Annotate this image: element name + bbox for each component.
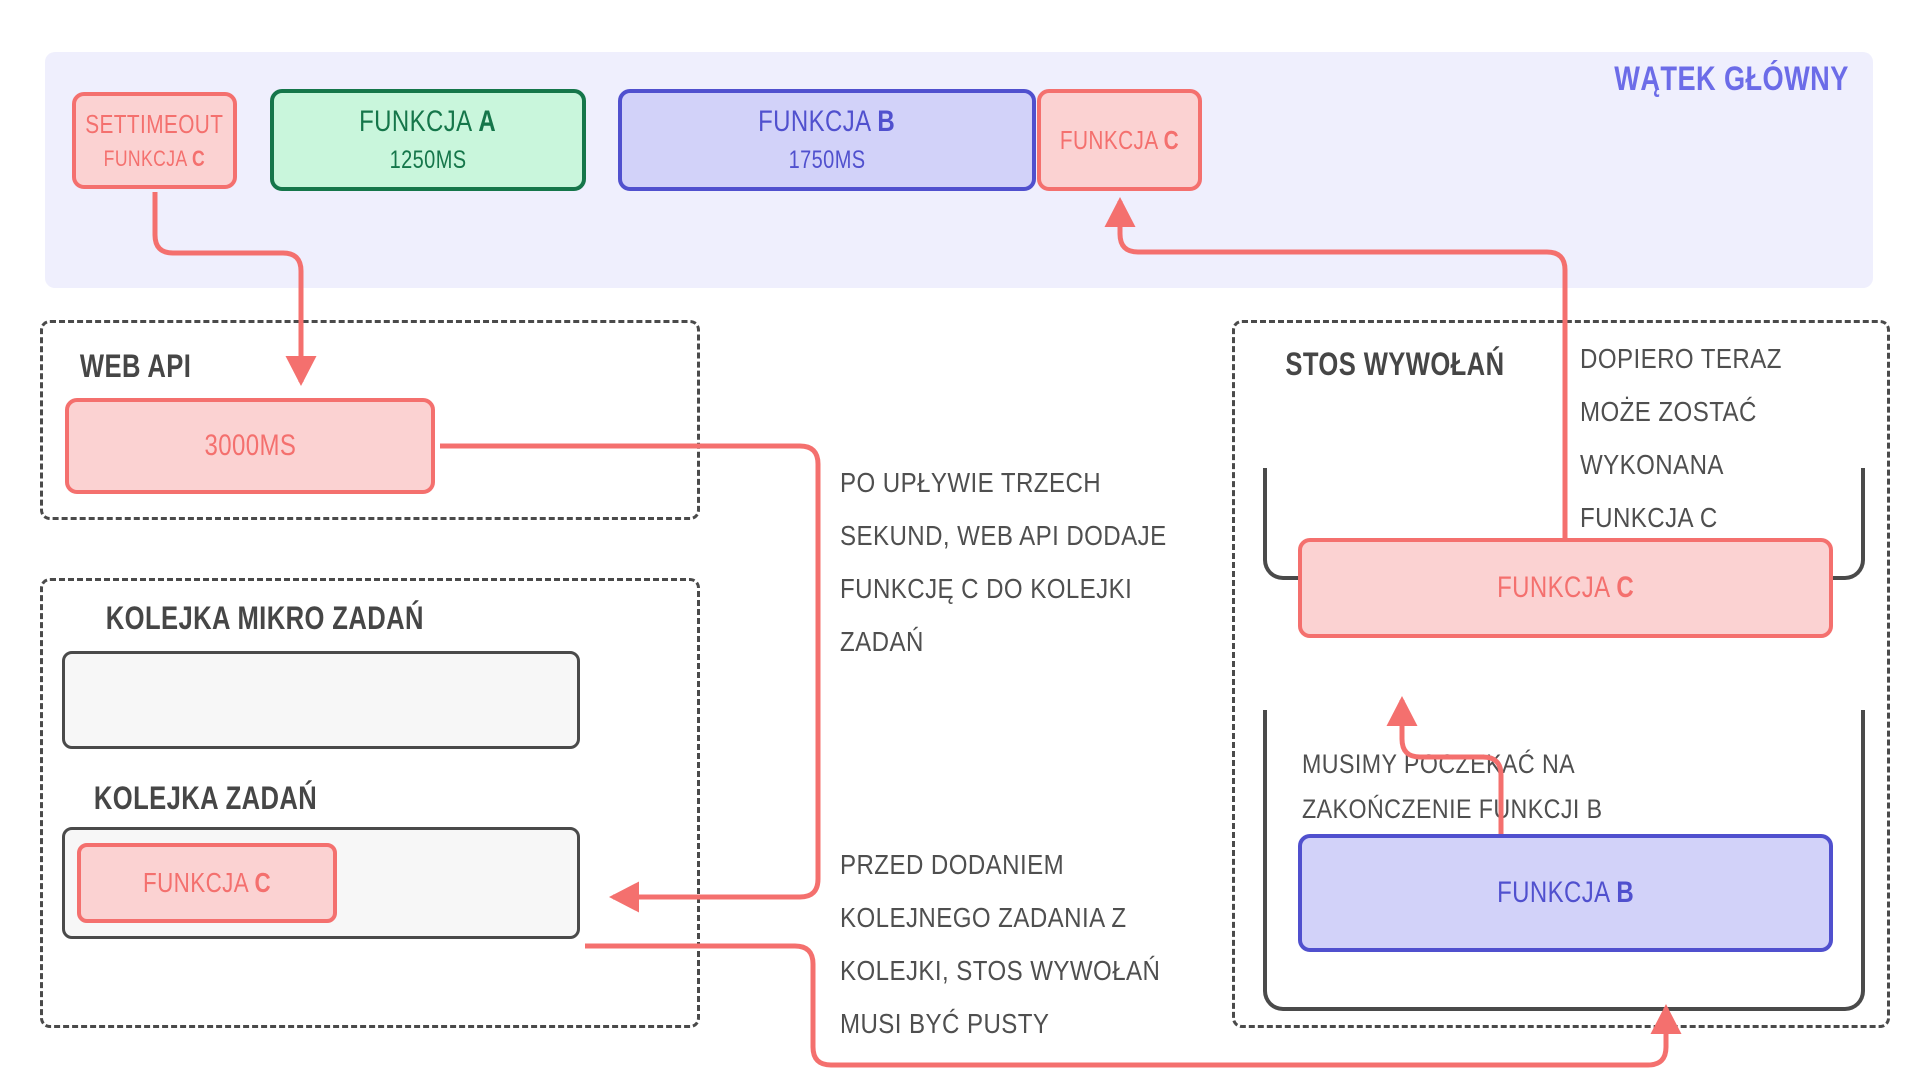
web-api-timer-label: 3000MS (204, 429, 296, 462)
call-stack-title: STOS WYWOŁAŃ (1258, 348, 1532, 380)
microtask-queue-title: KOLEJKA MIKRO ZADAŃ (66, 602, 464, 634)
microtask-queue-title-text: KOLEJKA MIKRO ZADAŃ (105, 600, 424, 636)
call-stack-frame-c-label: FUNKCJA C (1497, 571, 1634, 604)
microtask-queue-slot[interactable] (62, 651, 580, 749)
call-stack-title-text: STOS WYWOŁAŃ (1285, 346, 1505, 382)
arrow-funkcja-b-to-funkcja-c-frame (1386, 695, 1504, 834)
timeline-block-settimeout[interactable]: SETTIMEOUT FUNKCJA C (72, 92, 237, 189)
main-thread-title: WĄTEK GŁÓWNY (1585, 62, 1878, 96)
task-queue-item-funkcja-c[interactable]: FUNKCJA C (77, 843, 337, 923)
call-stack-bracket-lower (1263, 710, 1865, 1011)
timeline-funkcja-b-duration: 1750MS (788, 146, 866, 174)
call-stack-frame-b-letter: B (1616, 876, 1634, 909)
timeline-settimeout-title: SETTIMEOUT (85, 109, 224, 139)
timeline-settimeout-subtitle-bold: C (192, 146, 206, 171)
arrow-task-queue-to-call-stack (585, 943, 1682, 1068)
note-wait-for-funkcja-b: MUSIMY POCZEKAĆ NA ZAKOŃCZENIE FUNKCJI B (1302, 749, 1603, 824)
web-api-title: WEB API (66, 350, 205, 382)
call-stack-frame-c-letter: C (1616, 571, 1634, 604)
main-thread-title-text: WĄTEK GŁÓWNY (1614, 60, 1849, 98)
timeline-funkcja-a-title: FUNKCJA A (359, 105, 497, 138)
call-stack-frame-funkcja-c[interactable]: FUNKCJA C (1298, 538, 1833, 638)
timeline-settimeout-subtitle: FUNKCJA C (103, 146, 206, 171)
task-queue-item-label: FUNKCJA C (142, 867, 272, 898)
call-stack-frame-funkcja-b[interactable]: FUNKCJA B (1298, 834, 1833, 952)
task-queue-title-text: KOLEJKA ZADAŃ (93, 780, 318, 816)
web-api-timer-box[interactable]: 3000MS (65, 398, 435, 494)
queues-region (40, 578, 700, 1028)
arrow-webapi-to-task-queue (440, 443, 821, 913)
timeline-funkcja-c-title: FUNKCJA C (1059, 125, 1180, 155)
task-queue-title: KOLEJKA ZADAŃ (66, 782, 345, 814)
timeline-funkcja-b-letter: B (877, 105, 896, 138)
timeline-block-funkcja-b[interactable]: FUNKCJA B 1750MS (618, 89, 1036, 191)
timeline-funkcja-a-letter: A (478, 105, 497, 138)
task-queue-item-letter: C (254, 867, 272, 898)
note-web-api-delay: PO UPŁYWIE TRZECH SEKUND, WEB API DODAJE… (840, 467, 1167, 657)
call-stack-region (1232, 320, 1890, 1028)
timeline-block-funkcja-c[interactable]: FUNKCJA C (1037, 89, 1202, 191)
timeline-block-funkcja-a[interactable]: FUNKCJA A 1250MS (270, 89, 586, 191)
arrow-stack-to-main-thread-funkcja-c (1104, 196, 1568, 538)
note-stack-now-executes: DOPIERO TERAZ MOŻE ZOSTAĆ WYKONANA FUNKC… (1580, 343, 1782, 533)
timeline-funkcja-a-duration: 1250MS (389, 146, 467, 174)
call-stack-frame-b-label: FUNKCJA B (1497, 876, 1634, 909)
web-api-region (40, 320, 700, 520)
note-queue-requires-empty-stack: PRZED DODANIEM KOLEJNEGO ZADANIA Z KOLEJ… (840, 849, 1161, 1039)
timeline-funkcja-b-title: FUNKCJA B (758, 105, 896, 138)
web-api-title-text: WEB API (79, 348, 192, 384)
arrow-settimeout-to-webapi (152, 192, 317, 387)
timeline-funkcja-c-letter: C (1163, 125, 1180, 155)
